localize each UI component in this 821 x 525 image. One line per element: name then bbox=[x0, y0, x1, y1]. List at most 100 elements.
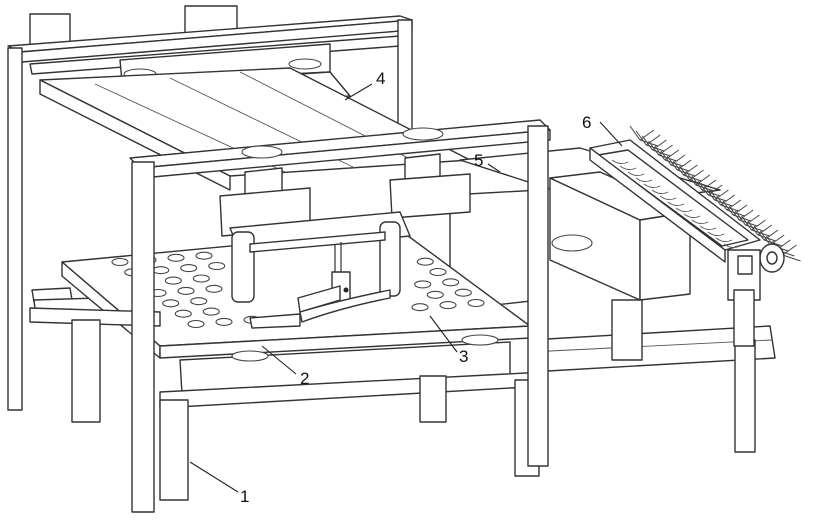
plate-hole bbox=[429, 267, 447, 277]
bristle bbox=[714, 189, 729, 201]
bristle bbox=[701, 179, 717, 191]
label-6: 6 bbox=[582, 113, 591, 132]
label-2: 2 bbox=[300, 369, 309, 388]
bristle bbox=[697, 180, 709, 196]
right-base-rail bbox=[529, 299, 776, 453]
brush-rib bbox=[635, 177, 653, 183]
plate-hole bbox=[177, 286, 195, 295]
brush-bristles bbox=[629, 125, 801, 262]
bristle bbox=[664, 149, 680, 161]
bristle bbox=[654, 145, 666, 161]
bristle bbox=[679, 165, 691, 181]
side-box-assembly bbox=[449, 147, 721, 311]
bristle bbox=[670, 154, 686, 166]
brush-rib bbox=[699, 225, 717, 231]
label-3: 3 bbox=[459, 347, 468, 366]
brush-rib bbox=[611, 159, 629, 165]
brush-rib bbox=[667, 201, 685, 207]
bristle bbox=[782, 254, 801, 262]
bristle bbox=[759, 230, 771, 246]
bristle bbox=[676, 159, 692, 171]
bristle bbox=[716, 195, 728, 211]
bristle bbox=[629, 125, 641, 141]
plate-hole bbox=[215, 317, 233, 326]
plate-hole bbox=[152, 266, 170, 275]
plate-hole bbox=[414, 280, 432, 289]
bristle bbox=[741, 215, 753, 231]
bristle bbox=[745, 214, 760, 226]
bristle bbox=[652, 139, 667, 151]
bristle bbox=[722, 200, 734, 216]
bristle bbox=[726, 199, 742, 211]
plate-hole bbox=[111, 257, 129, 267]
bristle bbox=[753, 225, 765, 241]
brush-rib bbox=[643, 183, 661, 189]
bristle bbox=[703, 185, 715, 201]
front-gantry-frame bbox=[129, 119, 551, 513]
plate-hole bbox=[167, 253, 185, 262]
bristle bbox=[672, 160, 684, 176]
plate-hole bbox=[426, 290, 444, 299]
bristle bbox=[658, 144, 673, 156]
plate-hole bbox=[442, 278, 460, 287]
bristle bbox=[763, 229, 779, 241]
plate-hole bbox=[192, 274, 210, 283]
brush-module bbox=[589, 125, 801, 347]
plate-hole bbox=[454, 288, 472, 297]
bristle bbox=[707, 184, 723, 196]
plate-hole bbox=[190, 297, 208, 306]
brush-rib bbox=[683, 213, 701, 219]
brush-rib bbox=[715, 237, 733, 243]
part-labels: 1 2 3 4 5 6 bbox=[240, 69, 591, 506]
plate-hole bbox=[180, 264, 198, 273]
bristle bbox=[645, 134, 661, 146]
brush-rib bbox=[627, 171, 645, 177]
label-4: 4 bbox=[376, 69, 385, 88]
bristle bbox=[695, 174, 711, 186]
bristle bbox=[720, 194, 735, 206]
bristle bbox=[691, 175, 703, 191]
plate-hole bbox=[205, 284, 223, 293]
bristle bbox=[710, 190, 722, 206]
bristle bbox=[639, 129, 655, 141]
plate-hole bbox=[208, 261, 226, 271]
bristle bbox=[757, 224, 773, 236]
bristle bbox=[648, 140, 660, 156]
plate-hole bbox=[416, 257, 434, 266]
plate-hole bbox=[187, 319, 205, 329]
brush-rib bbox=[707, 231, 725, 237]
bristle bbox=[689, 169, 704, 181]
cutting-carriage bbox=[219, 153, 471, 329]
bristle bbox=[732, 204, 748, 216]
bristle bbox=[751, 219, 766, 231]
plate-hole bbox=[439, 301, 457, 310]
bristle bbox=[683, 164, 698, 176]
plate-hole bbox=[195, 251, 213, 260]
bristle bbox=[738, 209, 754, 221]
bristle bbox=[685, 170, 697, 186]
bristle bbox=[635, 130, 647, 146]
brush-rib bbox=[651, 189, 669, 195]
label-1: 1 bbox=[240, 487, 249, 506]
bristle bbox=[728, 205, 740, 221]
plate-hole bbox=[174, 309, 192, 318]
bristle bbox=[734, 210, 746, 226]
plate-hole bbox=[467, 298, 485, 308]
brush-rib bbox=[723, 243, 741, 249]
plate-hole bbox=[202, 307, 220, 316]
bristle bbox=[641, 135, 653, 151]
bristle bbox=[660, 150, 672, 166]
leader-lines bbox=[189, 83, 623, 493]
bristle bbox=[782, 244, 797, 256]
bristle bbox=[666, 155, 678, 171]
brush-rib bbox=[659, 195, 677, 201]
base-frame bbox=[29, 307, 546, 501]
brush-rib bbox=[619, 165, 637, 171]
plate-hole bbox=[162, 299, 180, 308]
bristle bbox=[747, 220, 759, 236]
brush-rib bbox=[691, 219, 709, 225]
label-5: 5 bbox=[474, 151, 483, 170]
brush-rib bbox=[675, 207, 693, 213]
